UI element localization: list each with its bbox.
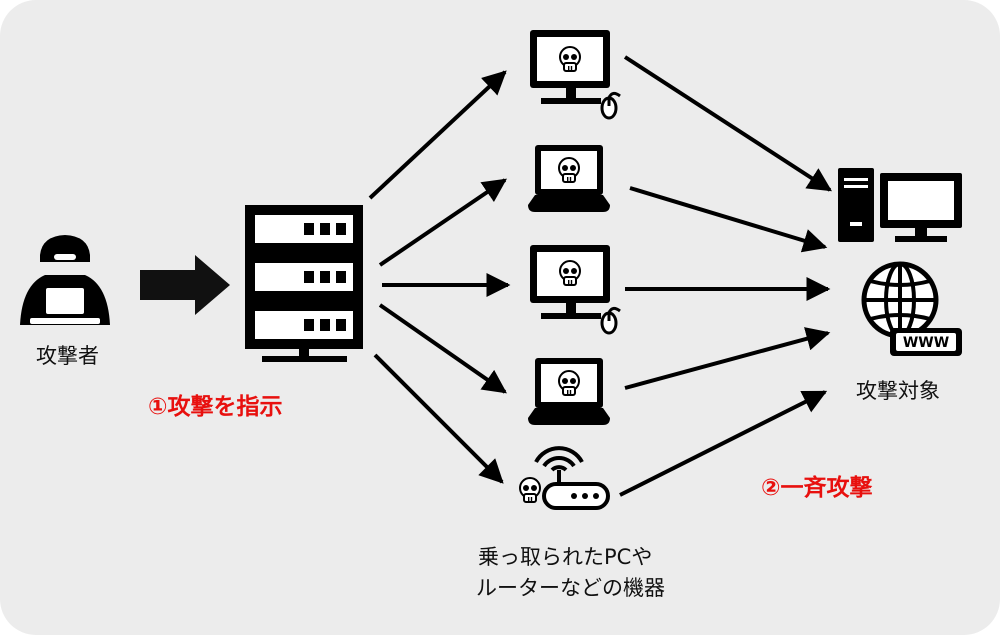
target-label: 攻撃対象 xyxy=(856,379,940,403)
bot-to-target-arrows xyxy=(619,55,833,497)
svg-text:WWW: WWW xyxy=(903,335,949,351)
globe-www-icon: WWW xyxy=(861,261,962,356)
server-rack-icon xyxy=(245,205,363,362)
infected-router-icon xyxy=(519,446,610,510)
command-arrow xyxy=(140,255,230,315)
step2-label: ②一斉攻撃 xyxy=(761,475,873,501)
infected-desktop-icon xyxy=(530,30,621,120)
bots-label-line2: ルーターなどの機器 xyxy=(476,576,665,600)
infected-laptop-icon xyxy=(528,358,610,425)
infected-laptop-icon xyxy=(528,145,610,212)
bots-label-line1: 乗っ取られたPCや xyxy=(478,545,653,569)
desktop-computer-icon xyxy=(838,168,962,242)
hooded-hacker-icon xyxy=(20,235,110,325)
infected-desktop-icon xyxy=(530,245,621,335)
step1-label: ①攻撃を指示 xyxy=(148,394,283,420)
attacker-label: 攻撃者 xyxy=(36,344,99,368)
c2-to-bot-arrows xyxy=(368,70,511,484)
